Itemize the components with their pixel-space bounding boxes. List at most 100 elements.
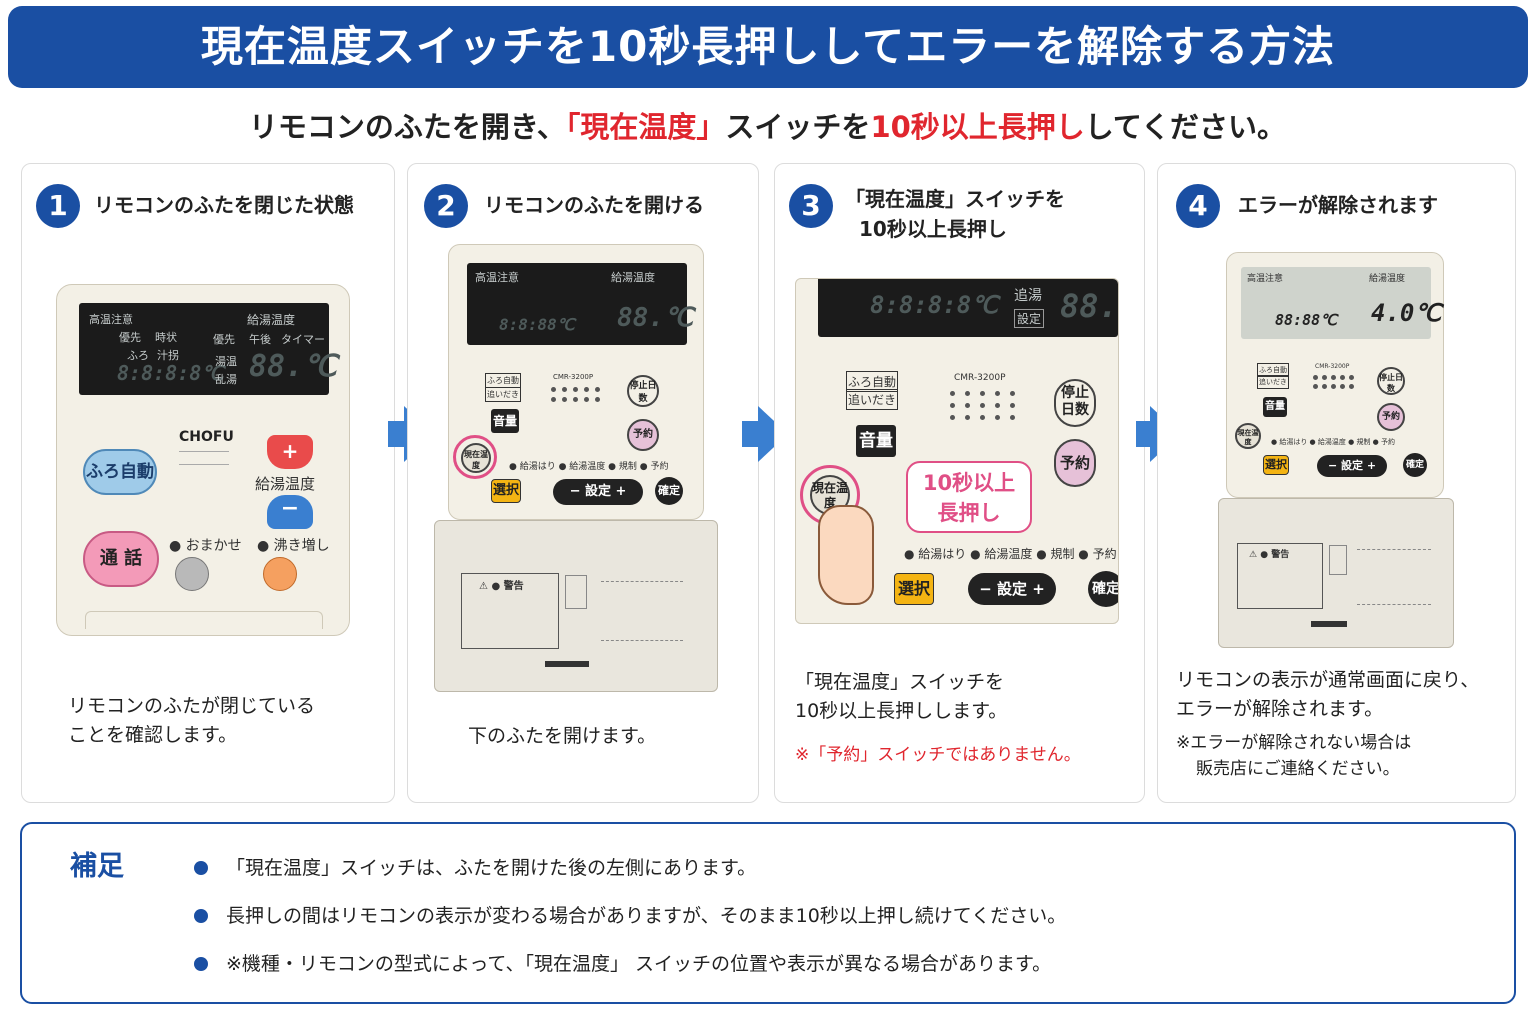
- oidaki-label: 追いだき: [846, 389, 899, 410]
- step-note-4: ※エラーが解除されない場合は 販売店にご連絡ください。: [1176, 730, 1411, 782]
- lcd-sub-label: 汁拐: [157, 349, 179, 362]
- step-title-1: リモコンのふたを閉じた状態: [94, 193, 354, 217]
- select-button[interactable]: 選択: [1263, 455, 1289, 475]
- bullet-icon: [194, 957, 208, 971]
- volume-button[interactable]: 音量: [856, 425, 896, 457]
- step-desc-1: リモコンのふたが閉じている ことを確認します。: [68, 692, 315, 750]
- lcd-digits-left: 8:8:88℃: [499, 315, 575, 334]
- furo-auto-label: ふろ自動: [1257, 363, 1289, 377]
- stop-days-button[interactable]: 停止日数: [1054, 379, 1096, 427]
- arrow-stem-2: [742, 421, 760, 447]
- step-card-2: 2 リモコンのふたを開ける 高温注意 給湯温度 8:8:88℃ 88.℃ ふろ自…: [407, 163, 759, 803]
- supplement-title: 補足: [70, 851, 124, 882]
- subtitle-switch-name: 「現在温度」: [565, 110, 726, 144]
- step-number-3: 3: [789, 184, 833, 228]
- volume-button[interactable]: 音量: [491, 409, 519, 433]
- step-title-3: 「現在温度」スイッチを 10秒以上長押し: [845, 184, 1065, 244]
- remote-open-lid: ⚠ ● 警告: [1218, 498, 1454, 648]
- lcd-right-sub: 乱湯: [215, 373, 237, 386]
- lid-edge: [85, 611, 323, 629]
- supplement-item-2-text: 長押しの間はリモコンの表示が変わる場合がありますが、そのまま10秒以上押し続けて…: [226, 905, 1067, 927]
- lcd-left-label: 高温注意: [89, 313, 133, 326]
- oidaki-label: 追いだき: [1257, 375, 1289, 389]
- supplement-item-3: ※機種・リモコンの型式によって、「現在温度」 スイッチの位置や表示が異なる場合が…: [194, 950, 1051, 978]
- step-desc-2-line1: 下のふたを開けます。: [468, 725, 657, 747]
- subtitle-duration: 10秒以上長押し: [870, 110, 1085, 144]
- stop-days-button[interactable]: 停止日数: [1377, 367, 1405, 395]
- lcd-digits-right: 4.0℃: [1371, 299, 1442, 327]
- furo-auto-label: ふろ自動: [846, 371, 899, 392]
- temp-up-button[interactable]: +: [267, 435, 313, 469]
- bubble-line2: 長押し: [937, 501, 1001, 525]
- lid-handle: [1311, 621, 1347, 627]
- lcd-right-label: 給湯温度: [1369, 274, 1406, 284]
- step-card-1: 1 リモコンのふたを閉じた状態 高温注意 優先 時状 ふろ 汁拐 8:8:8:8…: [21, 163, 395, 803]
- long-press-bubble: 10秒以上 長押し: [906, 461, 1032, 533]
- genzai-temp-button[interactable]: 現在温度: [1235, 423, 1261, 449]
- step-desc-1-line2: ことを確認します。: [68, 724, 238, 746]
- lcd-right-label: 給湯温度: [611, 271, 655, 284]
- button-labels-row: ● 給湯はり ● 給湯温度 ● 規制 ● 予約: [1271, 438, 1396, 446]
- select-button[interactable]: 選択: [894, 573, 934, 605]
- model-number: CMR-3200P: [954, 373, 1006, 383]
- warning-text-block: [461, 573, 559, 649]
- step-title-2: リモコンのふたを開ける: [484, 193, 704, 217]
- lid-slot: [1329, 545, 1347, 575]
- subtitle-part3: スイッチを: [725, 110, 871, 144]
- setting-pill-button[interactable]: − 設定 +: [553, 479, 643, 505]
- reserve-button[interactable]: 予約: [627, 419, 659, 451]
- lcd-left-label: 高温注意: [475, 271, 519, 284]
- brand-logo: CHOFU: [179, 429, 234, 445]
- button-labels-row: ● 給湯はり ● 給湯温度 ● 規制 ● 予約: [904, 547, 1117, 561]
- remote-lcd-display: 高温注意 給湯温度 88:88℃ 4.0℃: [1241, 267, 1441, 339]
- bubble-line1: 10秒以上: [922, 471, 1016, 495]
- confirm-button[interactable]: 確定: [655, 477, 683, 505]
- lcd-left-label: 高温注意: [1247, 274, 1284, 284]
- stop-days-button[interactable]: 停止日数: [627, 375, 659, 407]
- bullet-icon: [194, 861, 208, 875]
- speaker-slots: [179, 451, 229, 465]
- speaker-grille: [1313, 375, 1354, 389]
- temp-label: 給湯温度: [255, 475, 316, 493]
- wakimashi-button[interactable]: [263, 557, 297, 591]
- lcd-digits-left: 88:88℃: [1275, 311, 1337, 329]
- confirm-button[interactable]: 確定: [1403, 453, 1427, 477]
- step-title-4: エラーが解除されます: [1238, 193, 1438, 217]
- lcd-right-sub: 湯温: [215, 355, 237, 368]
- step-number-2: 2: [424, 184, 468, 228]
- setting-pill-button[interactable]: − 設定 +: [1317, 455, 1387, 477]
- confirm-button[interactable]: 確定: [1088, 571, 1118, 607]
- step-desc-4-line1: リモコンの表示が通常画面に戻り、: [1176, 669, 1480, 691]
- model-number: CMR-3200P: [553, 373, 594, 381]
- oidaki-label: 追いだき: [485, 387, 521, 402]
- highlight-genzai-ring: [453, 435, 497, 479]
- step-number-4: 4: [1176, 184, 1220, 228]
- volume-button[interactable]: 音量: [1263, 397, 1287, 417]
- lcd-right-label: 給湯温度: [247, 313, 296, 327]
- speaker-grille: [950, 391, 1018, 420]
- call-button[interactable]: 通 話: [83, 531, 159, 587]
- step-note-4-line2: 販売店にご連絡ください。: [1196, 759, 1400, 779]
- lcd-sub-label: 時状: [155, 331, 177, 344]
- remote-open-image: 高温注意 給湯温度 8:8:88℃ 88.℃ ふろ自動 追いだき CMR-320…: [448, 244, 704, 520]
- bullet-icon: [194, 909, 208, 923]
- setting-pill-button[interactable]: − 設定 +: [968, 573, 1056, 605]
- temp-down-button[interactable]: −: [267, 495, 313, 529]
- lcd-right-sub: 午後: [249, 333, 271, 346]
- step-card-4: 4 エラーが解除されます 高温注意 給湯温度 88:88℃ 4.0℃ ふろ自動 …: [1157, 163, 1516, 803]
- arrow-stem-1: [388, 421, 406, 447]
- reserve-button[interactable]: 予約: [1377, 403, 1405, 431]
- step-desc-3-line1: 「現在温度」スイッチを: [795, 671, 1005, 693]
- speaker-grille: [551, 387, 601, 402]
- remote-lcd-display: 高温注意 給湯温度 8:8:88℃ 88.℃: [467, 263, 693, 345]
- remote-normal-image: 高温注意 給湯温度 88:88℃ 4.0℃ ふろ自動 追いだき CMR-3200…: [1226, 252, 1444, 498]
- reserve-button[interactable]: 予約: [1054, 439, 1096, 487]
- step-title-3-line2: 10秒以上長押し: [859, 217, 1007, 241]
- remote-closeup-image: 8:8:8:8℃ 追湯 設定 88. ふろ自動 追いだき CMR-3200P 音…: [795, 278, 1119, 624]
- step-desc-1-line1: リモコンのふたが閉じている: [68, 695, 316, 717]
- lcd-right-sub: タイマー: [281, 333, 325, 346]
- bath-auto-button[interactable]: ふろ自動: [83, 449, 157, 495]
- lcd-digits-left: 8:8:8:8℃: [117, 361, 224, 385]
- omakase-button[interactable]: [175, 557, 209, 591]
- select-button[interactable]: 選択: [491, 479, 521, 503]
